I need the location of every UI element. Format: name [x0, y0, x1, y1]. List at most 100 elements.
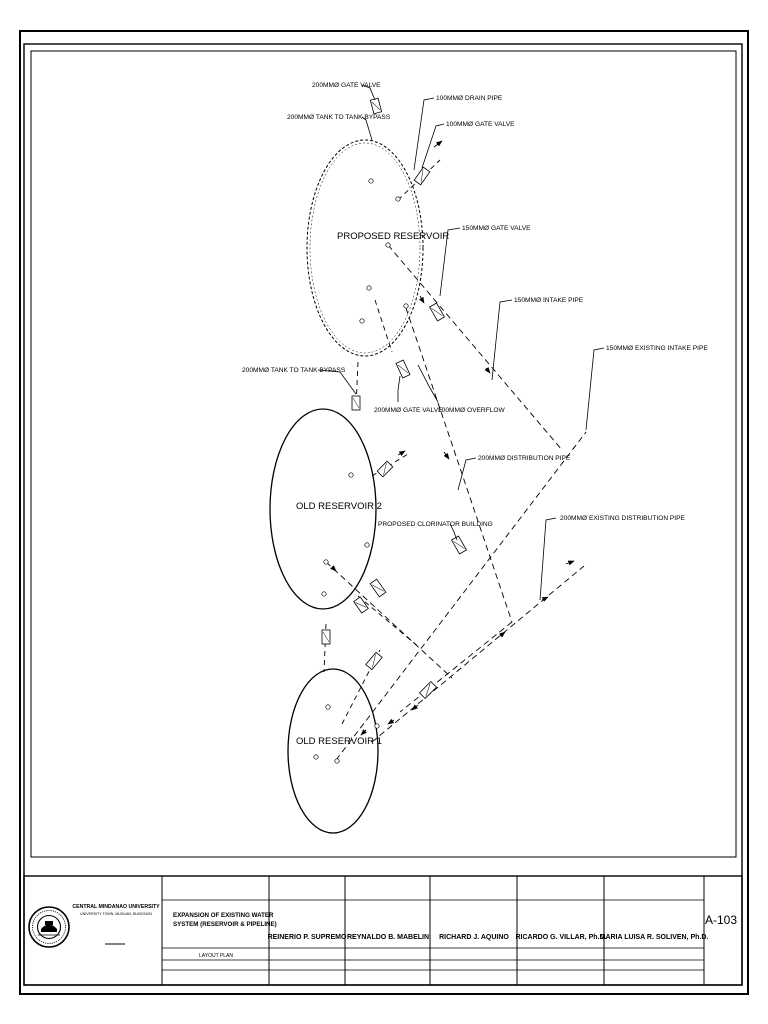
pipe-node: [321, 591, 327, 597]
chlorinator-feed: [325, 561, 453, 679]
drawing-frame: [30, 50, 737, 858]
intake-pipe: [387, 244, 563, 451]
old-reservoir-2-outline: [269, 408, 377, 610]
existing-intake-pipe: [335, 431, 587, 761]
old-reservoir-1-outline: [287, 668, 379, 834]
valve-symbol: [418, 680, 438, 700]
leader-gate-valve-100: [421, 123, 445, 169]
valve-symbol: [353, 596, 369, 614]
flow-arrow: [397, 450, 406, 457]
valve-symbol: [376, 460, 394, 478]
flow-arrow: [541, 596, 549, 602]
title-block-frame: [23, 875, 743, 986]
pipe-node: [325, 704, 331, 710]
proposed-reservoir: PROPOSED RESERVOIR: [306, 139, 449, 357]
callout-gate-valve-200-top: 200MMØ GATE VALVE: [312, 82, 381, 89]
leader-overflow: [417, 364, 439, 403]
flow-arrow: [484, 366, 491, 374]
outer-border: [19, 30, 749, 995]
flow-arrow: [433, 140, 443, 148]
flow-arrow: [387, 718, 395, 725]
leader-bypass-mid: [317, 369, 357, 395]
callout-bypass-200-top: 200MMØ TANK TO TANK BYPASS: [287, 114, 391, 121]
leader-distribution: [457, 457, 477, 491]
callout-gate-valve-100: 100MMØ GATE VALVE: [446, 121, 515, 128]
callout-chlorinator: PROPOSED CLORINATOR BUILDING: [378, 521, 493, 528]
university-subtitle: UNIVERSITY TOWN, MUSUAN, BUKIDNON: [80, 912, 152, 916]
flow-arrow: [443, 451, 450, 460]
project-title-line2: SYSTEM (RESERVOIR & PIPELINE): [173, 921, 277, 928]
pipelines: [323, 159, 587, 761]
valve-symbol: [428, 302, 446, 322]
pipe-node: [366, 285, 372, 291]
valve-symbol: [369, 97, 383, 115]
leader-existing-intake: [585, 347, 605, 431]
distribution-pipe-b: [399, 621, 513, 713]
pipe-node: [385, 242, 391, 248]
reservoir1-link: [341, 649, 381, 725]
callout-overflow-100: 100MMØ OVERFLOW: [438, 407, 505, 414]
leader-drain-pipe: [413, 97, 435, 171]
existing-distribution-pipe: [371, 565, 585, 743]
callout-drain-pipe-100: 100MMØ DRAIN PIPE: [436, 95, 503, 102]
proposed-reservoir-label: PROPOSED RESERVOIR: [337, 231, 449, 242]
leader-intake-pipe: [491, 299, 513, 381]
distribution-pipe-a: [405, 307, 513, 623]
callout-existing-intake-150: 150MMØ EXISTING INTAKE PIPE: [606, 345, 708, 352]
valve-symbol: [365, 651, 383, 671]
pipe-node: [374, 723, 380, 729]
flow-arrows: [330, 140, 575, 736]
leader-gate-valve-150: [439, 227, 461, 297]
old-reservoir-1-label: OLD RESERVOIR 1: [296, 736, 382, 747]
signatory-name: RICHARD J. AQUINO: [439, 934, 509, 941]
flow-arrow: [411, 704, 419, 711]
overflow-pipe: [374, 299, 393, 353]
valves: [321, 97, 468, 700]
pipe-node: [364, 542, 370, 548]
callout-bypass-200-mid: 200MMØ TANK TO TANK BYPASS: [242, 367, 346, 374]
pipe-node: [323, 559, 329, 565]
pipe-node: [359, 318, 365, 324]
title-block: [23, 875, 743, 986]
sheet-number: A-103: [705, 913, 737, 927]
signatory-name: REYNALDO B. MABELIN: [347, 934, 429, 941]
valve-symbol: [395, 359, 411, 379]
callout-intake-pipe-150: 150MMØ INTAKE PIPE: [514, 297, 584, 304]
pipe-node: [395, 196, 401, 202]
proposed-reservoir-outline: [306, 139, 424, 357]
flow-arrow: [330, 565, 337, 572]
callout-distribution-200: 200MMØ DISTRIBUTION PIPE: [478, 455, 571, 462]
old-reservoir-2-label: OLD RESERVOIR 2: [296, 501, 382, 512]
pipe-node: [403, 303, 409, 309]
flow-arrow: [565, 560, 575, 566]
project-title-line1: EXPANSION OF EXISTING WATER: [173, 912, 274, 919]
old-reservoir-1: OLD RESERVOIR 1: [287, 668, 382, 834]
university-seal: [28, 906, 70, 948]
valve-symbol: [321, 629, 331, 645]
flow-arrow: [498, 631, 506, 638]
signatory-name: MARIA LUISA R. SOLIVEN, Ph.D.: [600, 934, 709, 941]
reservoir2-link: [357, 595, 421, 649]
callout-gate-valve-200-mid: 200MMØ GATE VALVE: [374, 407, 443, 414]
valve-symbol: [351, 395, 361, 411]
university-name: CENTRAL MINDANAO UNIVERSITY: [72, 904, 160, 910]
callout-existing-distribution-200: 200MMØ EXISTING DISTRIBUTION PIPE: [560, 515, 686, 522]
valve-symbol: [450, 535, 468, 555]
old-reservoir-2: OLD RESERVOIR 2: [269, 408, 382, 610]
leader-gate-valve-mid: [397, 375, 401, 402]
pipe-node: [313, 754, 319, 760]
leader-chlorinator: [449, 523, 458, 541]
pipe-node: [348, 472, 354, 478]
valve-symbol: [413, 166, 431, 186]
signatory-name: REINERIO P. SUPREMO: [268, 934, 347, 941]
leader-bypass-top: [361, 116, 373, 141]
sheet-content-label: LAYOUT PLAN: [199, 953, 233, 959]
flow-arrow: [360, 729, 367, 736]
leader-existing-distribution: [539, 517, 557, 601]
flow-arrow: [418, 295, 425, 304]
callout-labels: 200MMØ GATE VALVE 200MMØ TANK TO TANK BY…: [242, 82, 708, 528]
proposed-reservoir-inner: [309, 142, 421, 354]
callout-gate-valve-150: 150MMØ GATE VALVE: [462, 225, 531, 232]
leader-gate-valve-top: [361, 84, 376, 101]
